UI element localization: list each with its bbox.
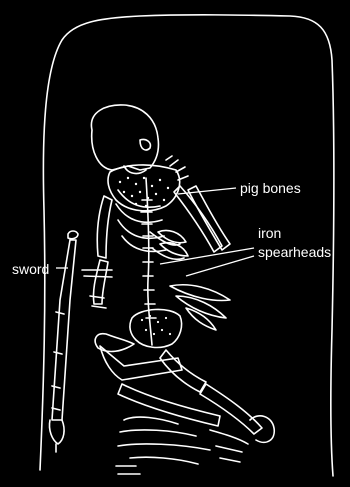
foot-bones <box>210 430 248 462</box>
pig-bones-label: pig bones <box>240 179 301 197</box>
right-femur <box>160 350 206 392</box>
spearheads-leader-1 <box>160 248 254 264</box>
spearheads-leader-2 <box>186 256 254 276</box>
iron-label: iron <box>258 224 281 242</box>
shin-right <box>200 384 262 434</box>
sword-label: sword <box>12 260 49 278</box>
pelvis <box>130 309 182 347</box>
right-forearm <box>188 186 230 250</box>
feet <box>116 417 210 474</box>
skull <box>91 105 158 170</box>
skull-eye-socket <box>140 139 150 149</box>
sword <box>49 231 78 452</box>
left-humerus <box>97 196 112 258</box>
shin-left <box>118 384 220 426</box>
spearheads-label: spearheads <box>258 243 331 261</box>
pig-bones-stipple <box>119 177 169 207</box>
left-hand-bones <box>82 270 112 308</box>
pig-bones-leader <box>178 188 236 194</box>
